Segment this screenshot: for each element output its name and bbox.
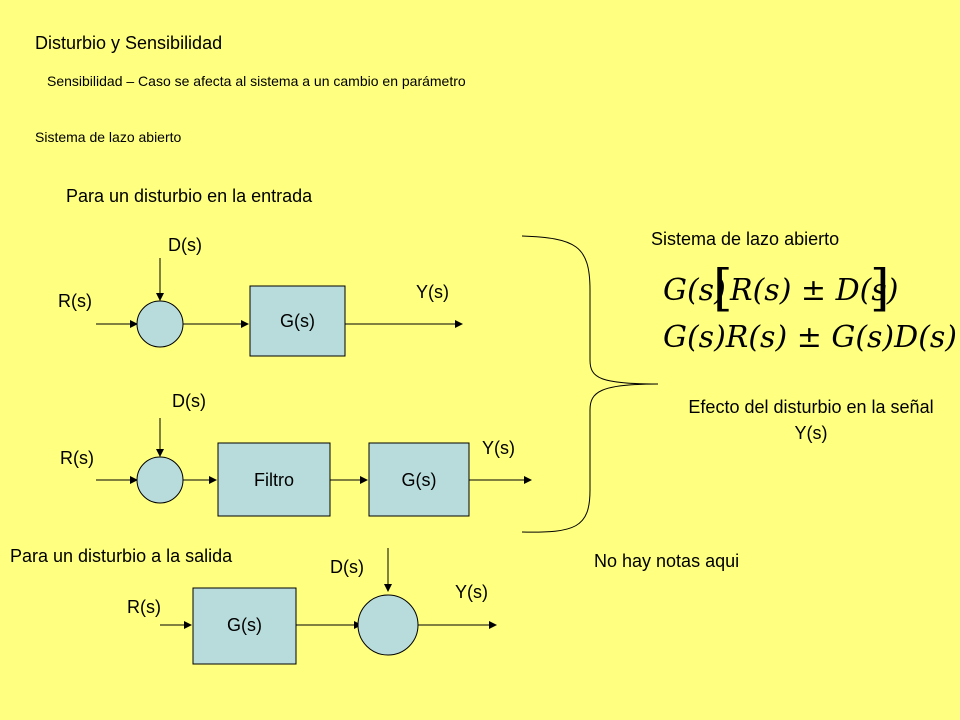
g-block-label: G(s)	[401, 470, 437, 490]
notes-text: No hay notas aqui	[594, 551, 740, 571]
brace	[521, 235, 659, 533]
output-label: Y(s)	[455, 582, 488, 602]
disturbance-label: D(s)	[172, 391, 206, 411]
input-label: R(s)	[60, 448, 94, 468]
diagram-input-disturbance	[96, 258, 463, 357]
page-title: Disturbio y Sensibilidad	[35, 33, 223, 53]
heading-output-disturbance: Para un disturbio a la salida	[10, 546, 233, 566]
g-block	[192, 587, 297, 665]
input-label: R(s)	[127, 597, 161, 617]
output-label: Y(s)	[482, 438, 515, 458]
summing-junction	[136, 300, 184, 348]
summing-junction	[136, 456, 184, 504]
diagram-filter	[96, 418, 532, 517]
disturbance-label: D(s)	[168, 235, 202, 255]
diagram-output-disturbance	[160, 548, 497, 665]
equation-2: G(s)R(s) ± G(s)D(s)	[663, 320, 957, 355]
svg-text:G(s)R(s) ± G(s)D(s): G(s)R(s) ± G(s)D(s)	[663, 320, 957, 355]
output-label: Y(s)	[416, 282, 449, 302]
section-label: Sistema de lazo abierto	[35, 129, 182, 145]
heading-input-disturbance: Para un disturbio en la entrada	[66, 186, 313, 206]
svg-text:]: ]	[870, 259, 890, 317]
svg-text:G(s): G(s)	[663, 273, 726, 308]
page-subtitle: Sensibilidad – Caso se afecta al sistema…	[47, 73, 466, 89]
g-block-label: G(s)	[280, 311, 315, 331]
filter-block	[217, 442, 331, 517]
g-block-label: G(s)	[227, 615, 262, 635]
effect-note: Efecto del disturbio en la señal Y(s)	[688, 397, 934, 443]
filter-block-label: Filtro	[254, 470, 294, 490]
svg-text:R(s) ± D(s): R(s) ± D(s)	[729, 273, 898, 308]
g-block	[249, 285, 346, 357]
svg-text:[: [	[713, 259, 733, 317]
disturbance-label: D(s)	[330, 557, 364, 577]
input-label: R(s)	[58, 291, 92, 311]
summing-junction	[357, 594, 419, 656]
g-block	[368, 442, 470, 517]
right-heading: Sistema de lazo abierto	[651, 229, 840, 249]
equation-1: G(s) [ R(s) ± D(s) ]	[663, 259, 898, 317]
